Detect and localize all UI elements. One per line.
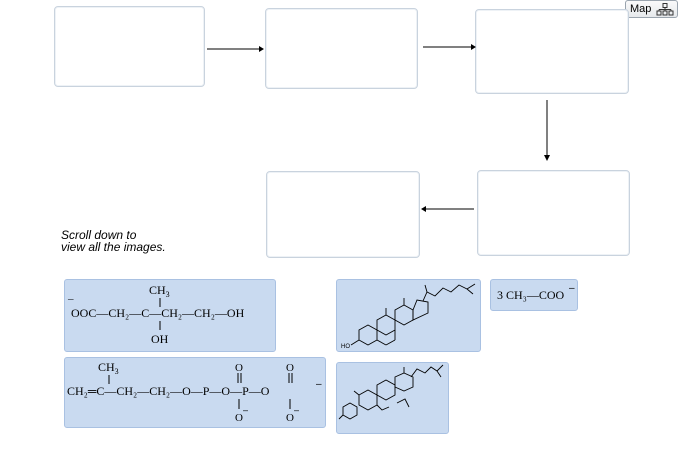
svg-text:O: O — [235, 412, 243, 424]
svg-text:–: – — [569, 283, 575, 294]
squalene-structure — [338, 364, 444, 420]
svg-text:O: O — [286, 412, 294, 424]
map-button[interactable]: Map — [625, 0, 678, 18]
svg-text:–: – — [243, 405, 248, 415]
squalene-tile[interactable] — [336, 362, 449, 434]
scroll-hint-line2: view all the images. — [61, 240, 166, 254]
arrow-left — [421, 206, 474, 212]
svg-text:–: – — [316, 379, 322, 390]
svg-text:3 CH₃—COO: 3 CH₃—COO — [497, 288, 565, 302]
cholesterol-tile[interactable]: HO — [336, 279, 481, 352]
isopentenyl-pyrophosphate-structure: CH3 O O CH₂═C—CH₂—CH₂—O—P—O—P—O – O O – … — [67, 360, 322, 424]
cholesterol-structure: HO — [341, 283, 476, 350]
svg-text:OH: OH — [151, 332, 169, 346]
svg-text:CH3: CH3 — [98, 360, 119, 376]
drop-target-1[interactable] — [54, 6, 205, 87]
svg-text:O: O — [235, 362, 243, 374]
svg-text:–: – — [67, 293, 74, 305]
svg-text:O: O — [286, 362, 294, 374]
arrow-down — [544, 100, 550, 161]
svg-text:CH₂═C—CH₂—CH₂—O—P—O—P—O: CH₂═C—CH₂—CH₂—O—P—O—P—O — [67, 384, 270, 398]
sitemap-icon — [656, 3, 674, 16]
map-label: Map — [630, 3, 652, 15]
arrow-right-1 — [207, 46, 264, 52]
drop-target-2[interactable] — [265, 8, 418, 89]
drop-target-3[interactable] — [475, 9, 629, 94]
mevalonate-tile[interactable]: CH3 – OOC—CH₂—C—CH₂—CH₂—OH OH — [64, 279, 276, 352]
svg-text:OOC—CH₂—C—CH₂—CH₂—OH: OOC—CH₂—C—CH₂—CH₂—OH — [71, 306, 245, 320]
drop-target-4[interactable] — [477, 170, 630, 256]
mevalonate-structure: CH3 – OOC—CH₂—C—CH₂—CH₂—OH OH — [67, 283, 245, 346]
scroll-hint: Scroll down to view all the images. — [61, 229, 166, 253]
svg-text:CH3: CH3 — [149, 283, 170, 299]
acetate-tile[interactable]: 3 CH₃—COO – — [490, 279, 578, 311]
arrow-right-2 — [423, 44, 476, 50]
acetate-structure: 3 CH₃—COO – — [497, 283, 575, 302]
svg-text:HO: HO — [341, 344, 350, 350]
svg-text:–: – — [294, 405, 299, 415]
drop-target-5[interactable] — [266, 171, 420, 258]
scroll-hint-line1: Scroll down to — [61, 228, 137, 242]
isopentenyl-pyrophosphate-tile[interactable]: CH3 O O CH₂═C—CH₂—CH₂—O—P—O—P—O – O O – … — [64, 357, 326, 428]
